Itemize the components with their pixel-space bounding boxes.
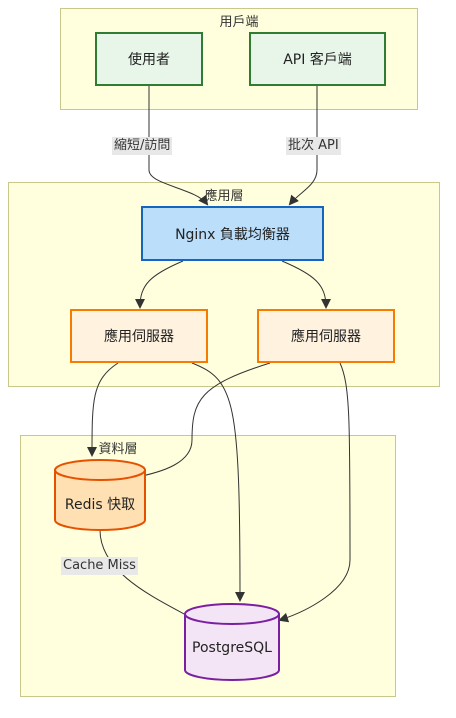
nginx-node: Nginx 負載均衡器: [141, 206, 324, 261]
data-group-title: 資料層: [98, 442, 138, 457]
edge-app1-postgres: [191, 362, 245, 602]
app-group-title: 應用層: [204, 189, 244, 204]
edge-nginx-app2: [281, 260, 331, 309]
edge-label-user-nginx: 縮短/訪問: [112, 137, 173, 155]
app-server-node-1: 應用伺服器: [70, 309, 208, 363]
api-client-node: API 客戶端: [249, 32, 386, 86]
client-group-title: 用戶端: [219, 15, 259, 30]
edge-app1-redis: [87, 362, 119, 457]
edge-redis-postgres: [99, 529, 197, 621]
edge-app2-postgres: [278, 362, 351, 623]
edge-app2-redis: [130, 362, 271, 482]
postgres-node: PostgreSQL: [192, 640, 272, 656]
redis-cylinder-shape: [54, 459, 146, 531]
edge-user-nginx: [148, 86, 209, 206]
redis-node: Redis 快取: [64, 497, 136, 513]
app-server-node-2: 應用伺服器: [257, 309, 395, 363]
postgres-cylinder-shape: [184, 603, 280, 681]
edge-label-redis-postgres: Cache Miss: [61, 557, 138, 575]
edge-label-api-nginx: 批次 API: [286, 137, 341, 155]
user-node: 使用者: [95, 32, 203, 86]
edge-api-nginx: [288, 86, 318, 206]
edge-nginx-app1: [135, 260, 184, 309]
